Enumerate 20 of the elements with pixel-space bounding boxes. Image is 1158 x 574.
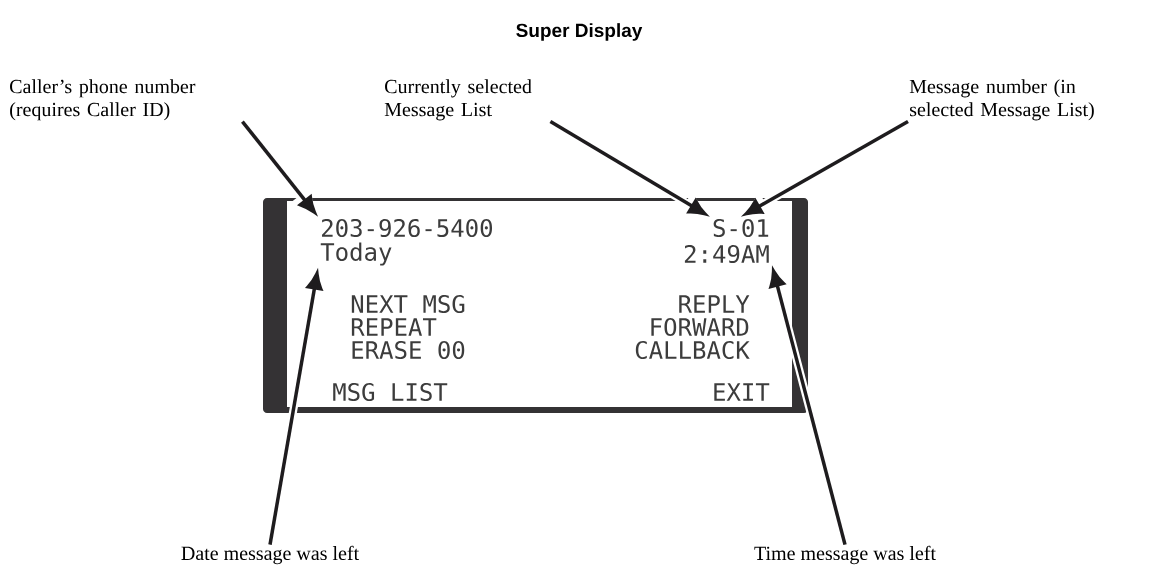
display-text: REPLY <box>679 295 750 313</box>
display-text: 203-926-5400 <box>322 218 493 238</box>
callout-text: Time message was left <box>754 545 936 565</box>
display-text: CALLBACK <box>635 340 750 360</box>
callout-text: Caller’s phone number (requires Caller ID) <box>10 79 196 121</box>
callout-text: Date message was left <box>181 545 360 565</box>
leader-arrow <box>239 119 316 214</box>
display-text: REPEAT <box>351 318 437 336</box>
callout-text: Currently selected Message List <box>384 79 532 121</box>
callout-text: Message number (in selected Message List) <box>909 79 1094 121</box>
display-text: NEXT MSG <box>351 294 465 314</box>
display-text: EXIT <box>714 383 770 401</box>
display-text: ERASE 00 <box>352 340 465 360</box>
display-text: FORWARD <box>651 317 749 337</box>
display-text: Today <box>320 242 392 266</box>
display-screen <box>263 198 808 413</box>
display-text: MSG LIST <box>333 382 448 402</box>
title: Super Display <box>516 23 643 41</box>
display-text: 2:49AM <box>684 244 769 264</box>
display-text: S-01 <box>713 218 769 238</box>
